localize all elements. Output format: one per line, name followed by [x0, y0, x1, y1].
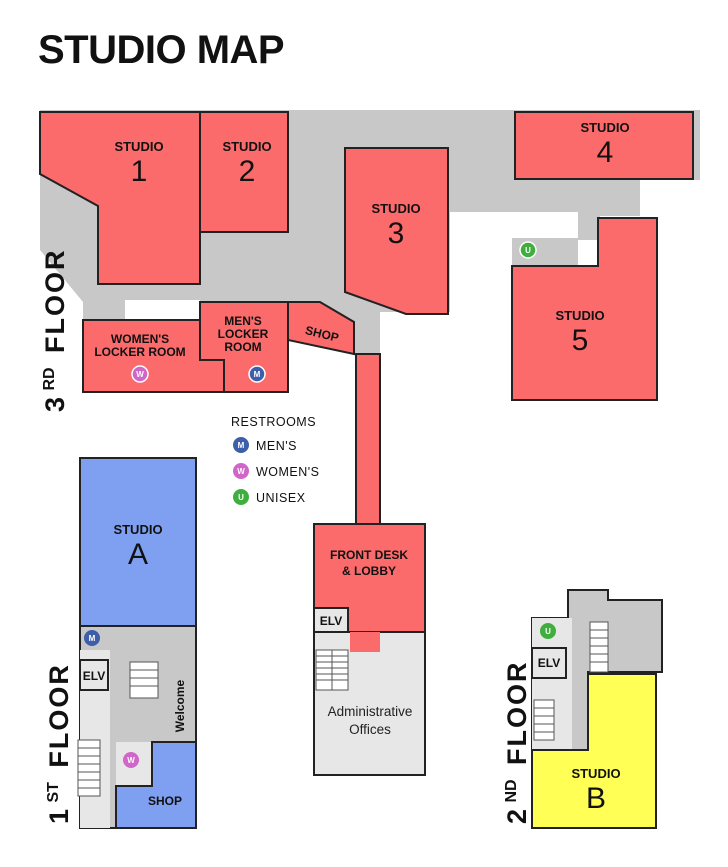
legend-item-womens: W WOMEN'S — [233, 463, 320, 479]
legend-womens-letter: W — [237, 467, 245, 476]
studio-5-number: 5 — [572, 324, 589, 357]
legend-mens-icon — [233, 437, 249, 453]
studio-5-label: STUDIO — [555, 308, 604, 323]
third-floor-ordinal: 3 — [40, 395, 70, 412]
studio-b-label: STUDIO — [571, 766, 620, 781]
first-floor-word: FLOOR — [44, 663, 74, 768]
legend-womens-label: WOMEN'S — [256, 465, 320, 479]
lobby-elevator[interactable] — [313, 607, 349, 633]
mens-badge-letter: M — [89, 634, 96, 643]
studio-b[interactable] — [531, 673, 657, 829]
first-floor-suffix: ST — [45, 782, 62, 803]
legend-item-mens: M MEN'S — [233, 437, 297, 453]
womens-locker-label-1: WOMEN'S — [111, 332, 169, 346]
unisex-restroom-marker-2nd: U — [540, 623, 556, 639]
womens-restroom-marker-1st: W — [123, 752, 139, 768]
unisex-restroom-marker-3rd: U — [519, 241, 537, 259]
studio-4[interactable] — [514, 111, 694, 180]
first-floor-elevator-label: ELV — [83, 669, 105, 683]
womens-restroom-icon — [123, 752, 139, 768]
second-floor-elevator-label: ELV — [538, 656, 560, 670]
womens-badge-letter: W — [127, 756, 135, 765]
womens-restroom-icon — [131, 365, 149, 383]
legend-mens-label: MEN'S — [256, 439, 297, 453]
second-floor-elevator[interactable] — [531, 647, 567, 679]
lobby-building: FRONT DESK & LOBBY Administrative Office… — [313, 523, 426, 776]
studio-3[interactable] — [344, 147, 449, 315]
studio-2[interactable] — [199, 111, 289, 233]
legend-item-unisex: U UNISEX — [233, 489, 306, 505]
third-floor: STUDIO 1 STUDIO 2 STUDIO 3 STUDIO 4 STUD… — [39, 110, 700, 412]
studio-4-number: 4 — [597, 136, 614, 169]
studio-1-number: 1 — [131, 155, 148, 188]
second-floor-stairs — [533, 621, 609, 741]
womens-locker-label-2: LOCKER ROOM — [94, 345, 185, 359]
mens-locker-label-2: LOCKER — [218, 327, 269, 341]
first-floor: STUDIO A ELV W M Welcome — [44, 457, 197, 829]
studio-a[interactable] — [79, 457, 197, 627]
mens-restroom-marker-3rd: M — [248, 365, 266, 383]
mens-restroom-icon — [248, 365, 266, 383]
unisex-badge-letter: U — [525, 246, 531, 255]
studio-a-label: STUDIO — [113, 522, 162, 537]
womens-restroom-marker-3rd: W — [131, 365, 149, 383]
lobby-stair-landing — [350, 632, 380, 652]
first-floor-elevator[interactable] — [79, 659, 109, 691]
unisex-badge-letter: U — [545, 627, 551, 636]
legend-mens-letter: M — [238, 441, 245, 450]
studio-2-label: STUDIO — [222, 139, 271, 154]
third-floor-suffix: RD — [41, 367, 58, 390]
map-title: STUDIO MAP — [38, 28, 285, 72]
second-floor-word: FLOOR — [502, 660, 532, 765]
unisex-restroom-icon — [540, 623, 556, 639]
studio-5[interactable] — [511, 217, 658, 401]
third-floor-word: FLOOR — [40, 248, 70, 353]
legend-unisex-label: UNISEX — [256, 491, 306, 505]
studio-b-number: B — [586, 782, 606, 815]
first-floor-stairs — [77, 661, 159, 797]
mens-locker-label-1: MEN'S — [224, 314, 262, 328]
welcome-label: Welcome — [173, 679, 187, 732]
mens-restroom-marker-1st: M — [84, 630, 100, 646]
studio-a-number: A — [128, 538, 148, 571]
mens-badge-letter: M — [254, 370, 261, 379]
lobby-stairs — [315, 649, 349, 691]
unisex-restroom-icon — [519, 241, 537, 259]
first-floor-shop[interactable] — [115, 741, 197, 829]
studio-1-label: STUDIO — [114, 139, 163, 154]
first-floor-shop-label: SHOP — [148, 794, 182, 808]
third-floor-label: 3 RD FLOOR — [40, 248, 70, 412]
restroom-legend: RESTROOMS M MEN'S W WOMEN'S U UNISEX — [231, 415, 320, 505]
first-floor-label: 1 ST FLOOR — [44, 663, 74, 824]
studio-2-number: 2 — [239, 155, 256, 188]
lobby-elevator-label: ELV — [320, 614, 342, 628]
second-floor-suffix: ND — [503, 779, 520, 802]
front-desk-label-1: FRONT DESK — [330, 548, 408, 562]
shop-third-floor[interactable] — [287, 301, 355, 356]
connecting-hallway[interactable] — [355, 353, 381, 527]
second-floor-ordinal: 2 — [502, 807, 532, 824]
legend-unisex-icon — [233, 489, 249, 505]
studio-3-label: STUDIO — [371, 201, 420, 216]
studio-3-number: 3 — [388, 217, 405, 250]
second-floor-label: 2 ND FLOOR — [502, 660, 532, 824]
mens-locker-label-3: ROOM — [224, 340, 261, 354]
mens-restroom-icon — [84, 630, 100, 646]
legend-unisex-letter: U — [238, 493, 244, 502]
legend-womens-icon — [233, 463, 249, 479]
legend-heading: RESTROOMS — [231, 415, 316, 429]
admin-label-2: Offices — [349, 722, 391, 737]
admin-label-1: Administrative — [328, 704, 413, 719]
first-floor-ordinal: 1 — [44, 807, 74, 824]
front-desk-label-2: & LOBBY — [342, 564, 396, 578]
studio-4-label: STUDIO — [580, 120, 629, 135]
second-floor: ELV U STUDIO B 2 ND FLOOR — [502, 589, 663, 829]
womens-badge-letter: W — [136, 370, 144, 379]
